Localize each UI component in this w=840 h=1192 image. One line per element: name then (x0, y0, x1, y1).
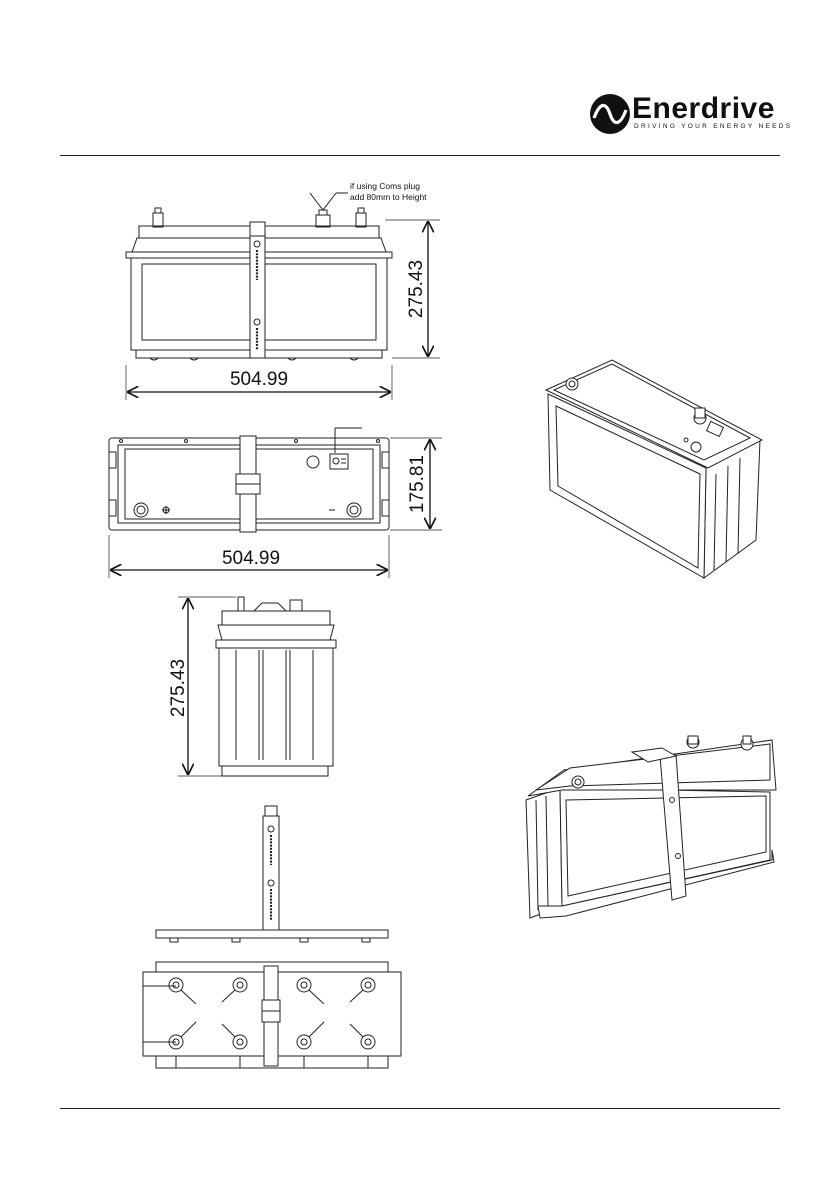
side-height-dimension: 275.43 (168, 659, 189, 717)
top-width-dimension: 504.99 (222, 548, 280, 569)
top-depth-dimension: 175.81 (407, 455, 428, 513)
side-view (178, 597, 336, 776)
front-width-dimension: 504.99 (230, 369, 288, 390)
strap-assembly-view (156, 806, 388, 942)
coms-plug-note-line1: if using Coms plug (350, 181, 420, 191)
front-height-dimension: 275.43 (406, 260, 427, 318)
isometric-view-strapped (526, 736, 776, 918)
bottom-view (143, 962, 401, 1068)
coms-plug-note-line2: add 80mm to Height (350, 192, 427, 202)
isometric-view-upright (546, 360, 762, 578)
